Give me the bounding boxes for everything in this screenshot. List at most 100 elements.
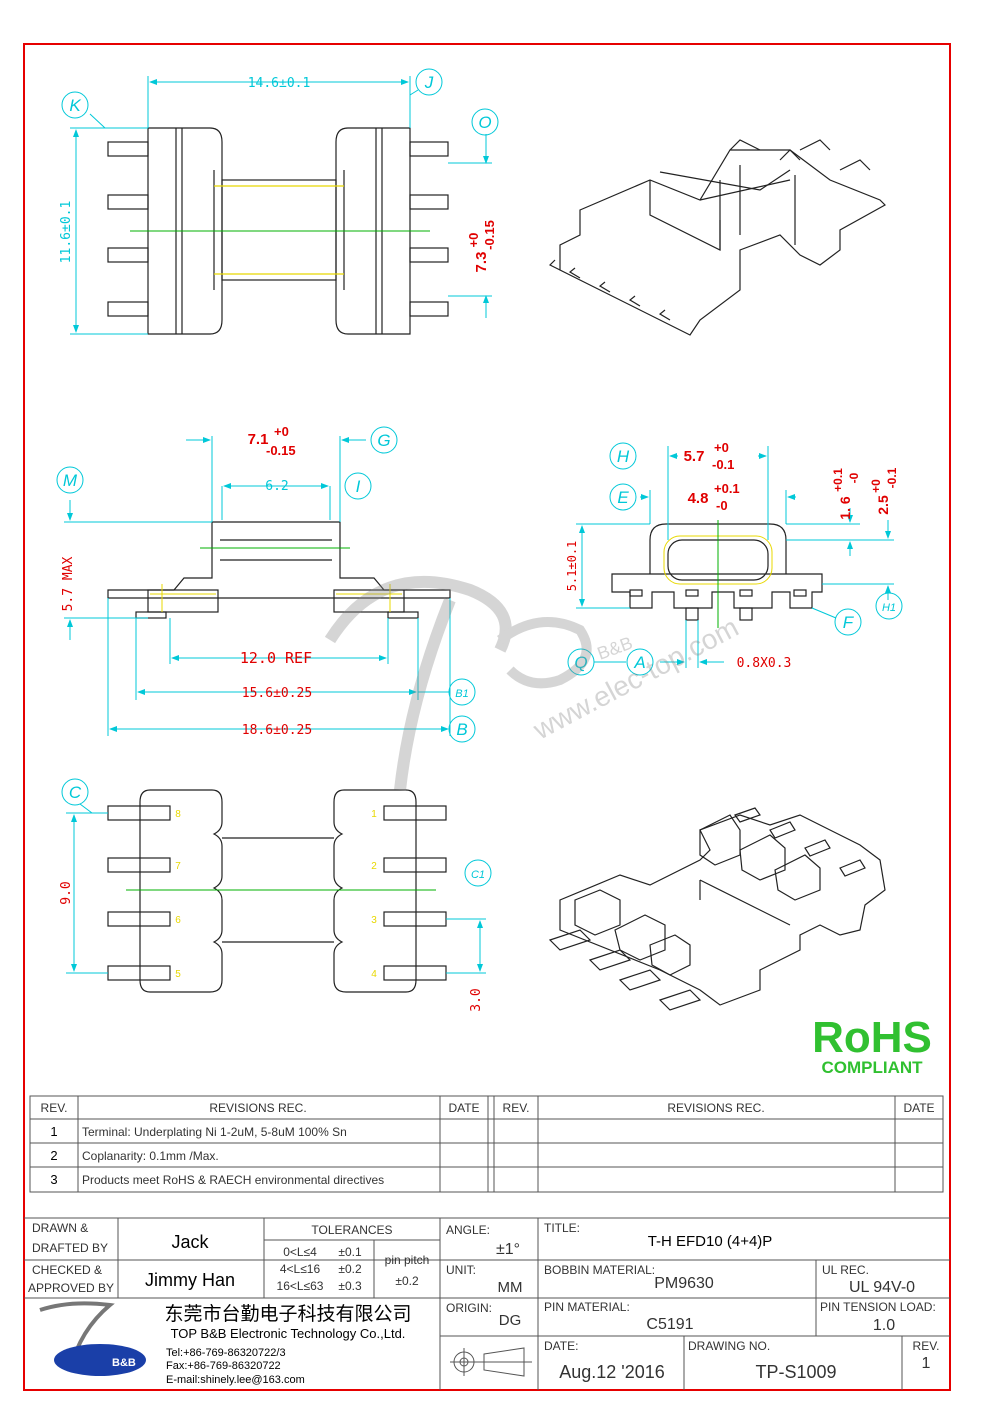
bobbin-value: PM9630 [654,1275,714,1292]
checked-value: Jimmy Han [145,1270,235,1290]
label-f: F [843,613,855,632]
title-value: T-H EFD10 (4+4)P [648,1233,773,1250]
rev-row-2-text: Coplanarity: 0.1mm /Max. [82,1149,219,1163]
rev-header-date-2: DATE [903,1101,934,1115]
unit-value: MM [498,1279,523,1296]
dim-end-57-plus: +0 [714,440,729,455]
label-o: O [478,113,491,132]
pin-material-value: C5191 [646,1316,693,1333]
end-view [611,523,823,621]
dim-top-width: 14.6±0.1 [248,76,311,91]
label-b1: B1 [455,688,468,700]
dim-end-51: 5.1±0.1 [565,541,579,592]
rev-row-1-num: 1 [50,1124,57,1139]
rev-row-3-text: Products meet RoHS & RAECH environmental… [82,1173,384,1187]
dim-end-57: 5.7 [684,448,705,465]
dim-top-right-minus: -0.15 [482,220,497,250]
rev-header-date: DATE [448,1101,479,1115]
label-k: K [69,96,81,115]
pin-pitch-value: ±0.2 [395,1274,419,1288]
company-logo: B&B [39,1301,146,1376]
angle-label: ANGLE: [446,1223,490,1237]
label-m: M [63,471,78,490]
rohs-subtitle: COMPLIANT [821,1058,923,1077]
dim-end-48: 4.8 [688,490,709,507]
pin-label-3: 3 [371,915,377,926]
dim-end-48-plus: +0.1 [714,481,740,496]
rev-row-3-num: 3 [50,1172,57,1187]
drawing-no-value: TP-S1009 [755,1362,836,1382]
sheet-frame [23,43,951,1391]
label-g: G [377,431,390,450]
label-h: H [617,447,630,466]
company-tel: Tel:+86-769-86320722/3 [166,1347,286,1359]
dim-side-57max: 5.7 MAX [61,556,76,611]
drawn-label-2: DRAFTED BY [32,1241,108,1255]
dim-side-12ref: 12.0 REF [240,649,312,667]
dim-side-62: 6.2 [265,479,288,494]
rohs-title: RoHS [812,1013,932,1062]
rev-header-rev: REV. [41,1101,68,1115]
dim-side-186: 18.6±0.25 [242,723,312,738]
pin-label-5: 5 [175,969,181,980]
dim-bottom-30: 3.0 [469,988,484,1011]
title-block [24,1217,950,1390]
projection-symbol-icon [450,1347,532,1377]
dim-end-25-plus: +0 [869,479,883,493]
tol-range-2: 4<L≤16 [280,1262,321,1276]
origin-value: DG [499,1312,522,1329]
label-a: A [633,653,645,672]
top-view [107,127,449,335]
dim-side-156: 15.6±0.25 [242,686,312,701]
label-e: E [617,488,629,507]
checked-label-2: APPROVED BY [28,1281,114,1295]
label-q: Q [574,653,587,672]
date-value: Aug.12 '2016 [559,1362,665,1382]
rev-header-rev-2: REV. [503,1101,530,1115]
pin-label-2: 2 [371,861,377,872]
watermark: www.elec-top.com B&B [324,575,743,791]
rev-header-rec: REVISIONS REC. [209,1101,306,1115]
pin-tension-label: PIN TENSION LOAD: [820,1300,936,1314]
tolerances-label: TOLERANCES [311,1223,392,1237]
ul-label: UL REC. [822,1263,869,1277]
dim-end-16-plus: +0.1 [831,468,845,492]
company-email: E-mail:shinely.lee@163.com [166,1374,305,1386]
watermark-brand: B&B [595,633,636,664]
logo-brand-text: B&B [112,1357,136,1369]
label-b: B [456,720,467,739]
rohs-badge: RoHS COMPLIANT [812,1013,932,1077]
label-c1: C1 [471,869,485,881]
title-label: TITLE: [544,1221,580,1235]
pin-label-1: 1 [371,809,377,820]
dim-side-71-minus: -0.15 [266,443,296,458]
tol-value-2: ±0.2 [338,1262,362,1276]
drawn-value: Jack [171,1232,209,1252]
rev-header-rec-2: REVISIONS REC. [667,1101,764,1115]
dim-side-71: 7.1 [248,431,269,448]
iso-view-top [548,139,886,336]
pin-label-4: 4 [371,969,377,980]
revision-table [29,1095,944,1193]
ul-value: UL 94V-0 [849,1279,915,1296]
tol-range-3: 16<L≤63 [277,1279,324,1293]
dim-bottom-90: 9.0 [59,881,74,904]
origin-label: ORIGIN: [446,1301,492,1315]
tol-value-3: ±0.3 [338,1279,362,1293]
rev-label: REV. [913,1339,940,1353]
company-name-cn: 东莞市台勤电子科技有限公司 [164,1303,411,1325]
pin-tension-value: 1.0 [873,1317,895,1334]
pin-label-8: 8 [175,809,181,820]
dim-end-16: 1. 6 [837,496,853,520]
tol-range-1: 0<L≤4 [283,1245,317,1259]
company-fax: Fax:+86-769-86320722 [166,1360,281,1372]
iso-view-bottom [548,807,886,1011]
drawn-label-1: DRAWN & [32,1221,88,1235]
angle-value: ±1° [496,1241,520,1258]
label-c: C [69,783,82,802]
dim-side-71-plus: +0 [274,424,289,439]
pin-material-label: PIN MATERIAL: [544,1300,630,1314]
drawing-no-label: DRAWING NO. [688,1339,770,1353]
